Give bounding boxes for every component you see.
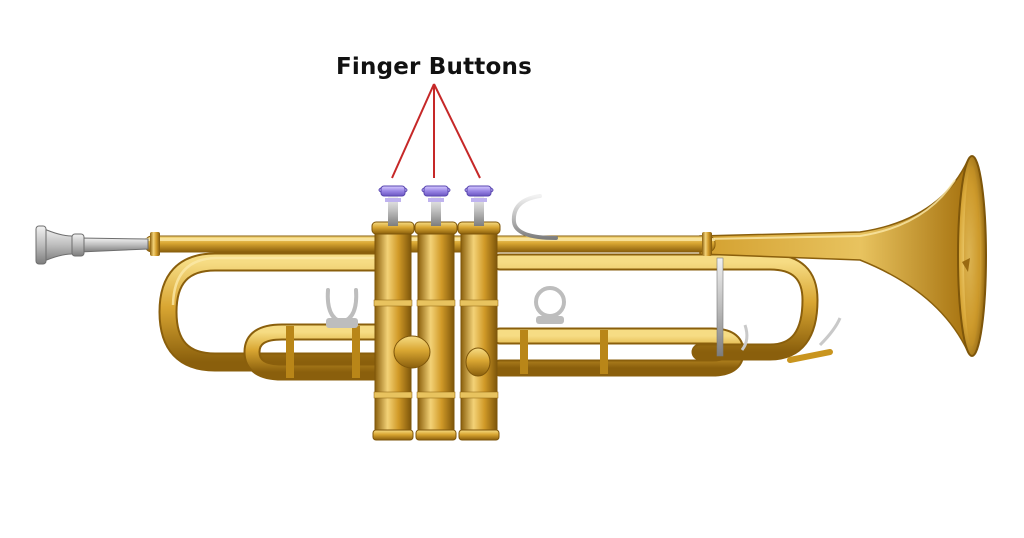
finger-buttons-label: Finger Buttons xyxy=(336,54,532,80)
bell-return-loop xyxy=(491,253,819,361)
finger-button-3 xyxy=(464,185,494,226)
mouthpiece xyxy=(35,225,149,265)
braces xyxy=(716,257,842,363)
finger-buttons xyxy=(378,185,494,226)
valve-casing-1 xyxy=(371,221,415,441)
valve-casing-3 xyxy=(457,221,501,441)
pointer-line-3 xyxy=(433,83,481,179)
pointer-lines xyxy=(391,83,481,179)
finger-button-2 xyxy=(421,185,451,226)
finger-hook-and-rings xyxy=(325,194,566,328)
valve-casings xyxy=(371,221,501,441)
valve-casing-2 xyxy=(414,221,458,441)
bell xyxy=(699,155,987,357)
pointer-line-1 xyxy=(391,83,435,179)
finger-button-1 xyxy=(378,185,408,226)
main-tuning-slide xyxy=(158,252,405,372)
